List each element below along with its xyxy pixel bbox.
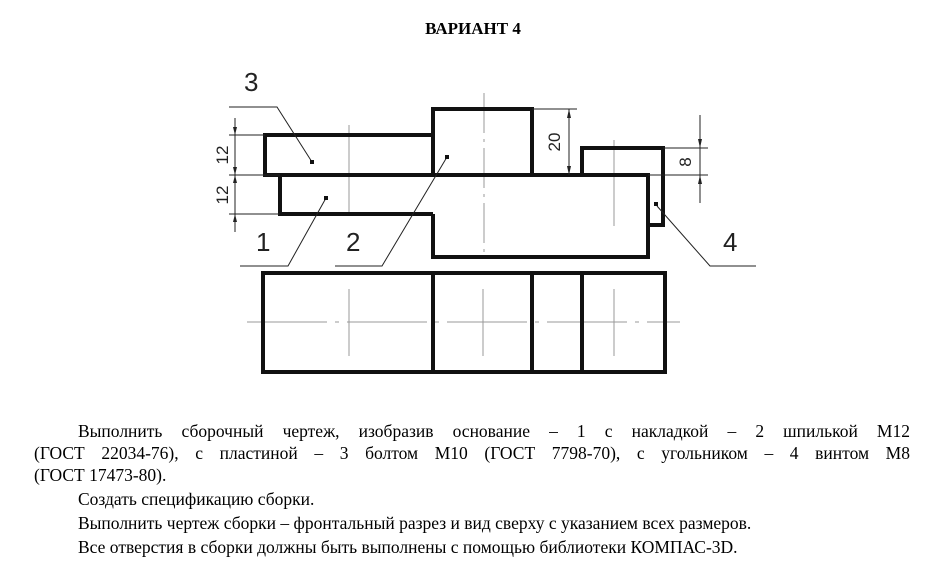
task-line: (ГОСТ 17473-80). — [34, 465, 167, 485]
task-line: Выполнить сборочный чертеж, изобразив ос… — [78, 421, 910, 441]
svg-text:12: 12 — [213, 186, 232, 205]
dimension-12-12: 12 12 — [213, 118, 280, 232]
svg-text:20: 20 — [545, 133, 564, 152]
leader-3: 3 — [229, 67, 314, 164]
part-4-angle — [580, 146, 665, 227]
part-1-base — [278, 173, 433, 216]
task-paragraph: Выполнить чертеж сборки – фронтальный ра… — [78, 513, 752, 533]
dimension-8: 8 — [648, 115, 708, 203]
svg-text:12: 12 — [213, 146, 232, 165]
variant-title: ВАРИАНТ 4 — [425, 19, 521, 38]
task-line: (ГОСТ 22034-76), с пластиной – 3 болтом … — [34, 443, 910, 463]
svg-text:8: 8 — [676, 157, 695, 166]
leader-1: 1 — [240, 196, 328, 267]
svg-text:4: 4 — [723, 227, 737, 257]
svg-text:1: 1 — [256, 227, 270, 257]
svg-text:3: 3 — [244, 67, 258, 97]
svg-text:2: 2 — [346, 227, 360, 257]
leader-2: 2 — [335, 155, 449, 267]
dimension-20: 20 — [532, 108, 577, 175]
task-paragraph: Создать спецификацию сборки. — [78, 489, 315, 509]
top-view — [247, 271, 680, 374]
leader-4: 4 — [654, 202, 756, 267]
task-paragraph: Все отверстия в сборки должны быть выпол… — [78, 537, 738, 557]
part-2-overlay — [431, 107, 650, 259]
